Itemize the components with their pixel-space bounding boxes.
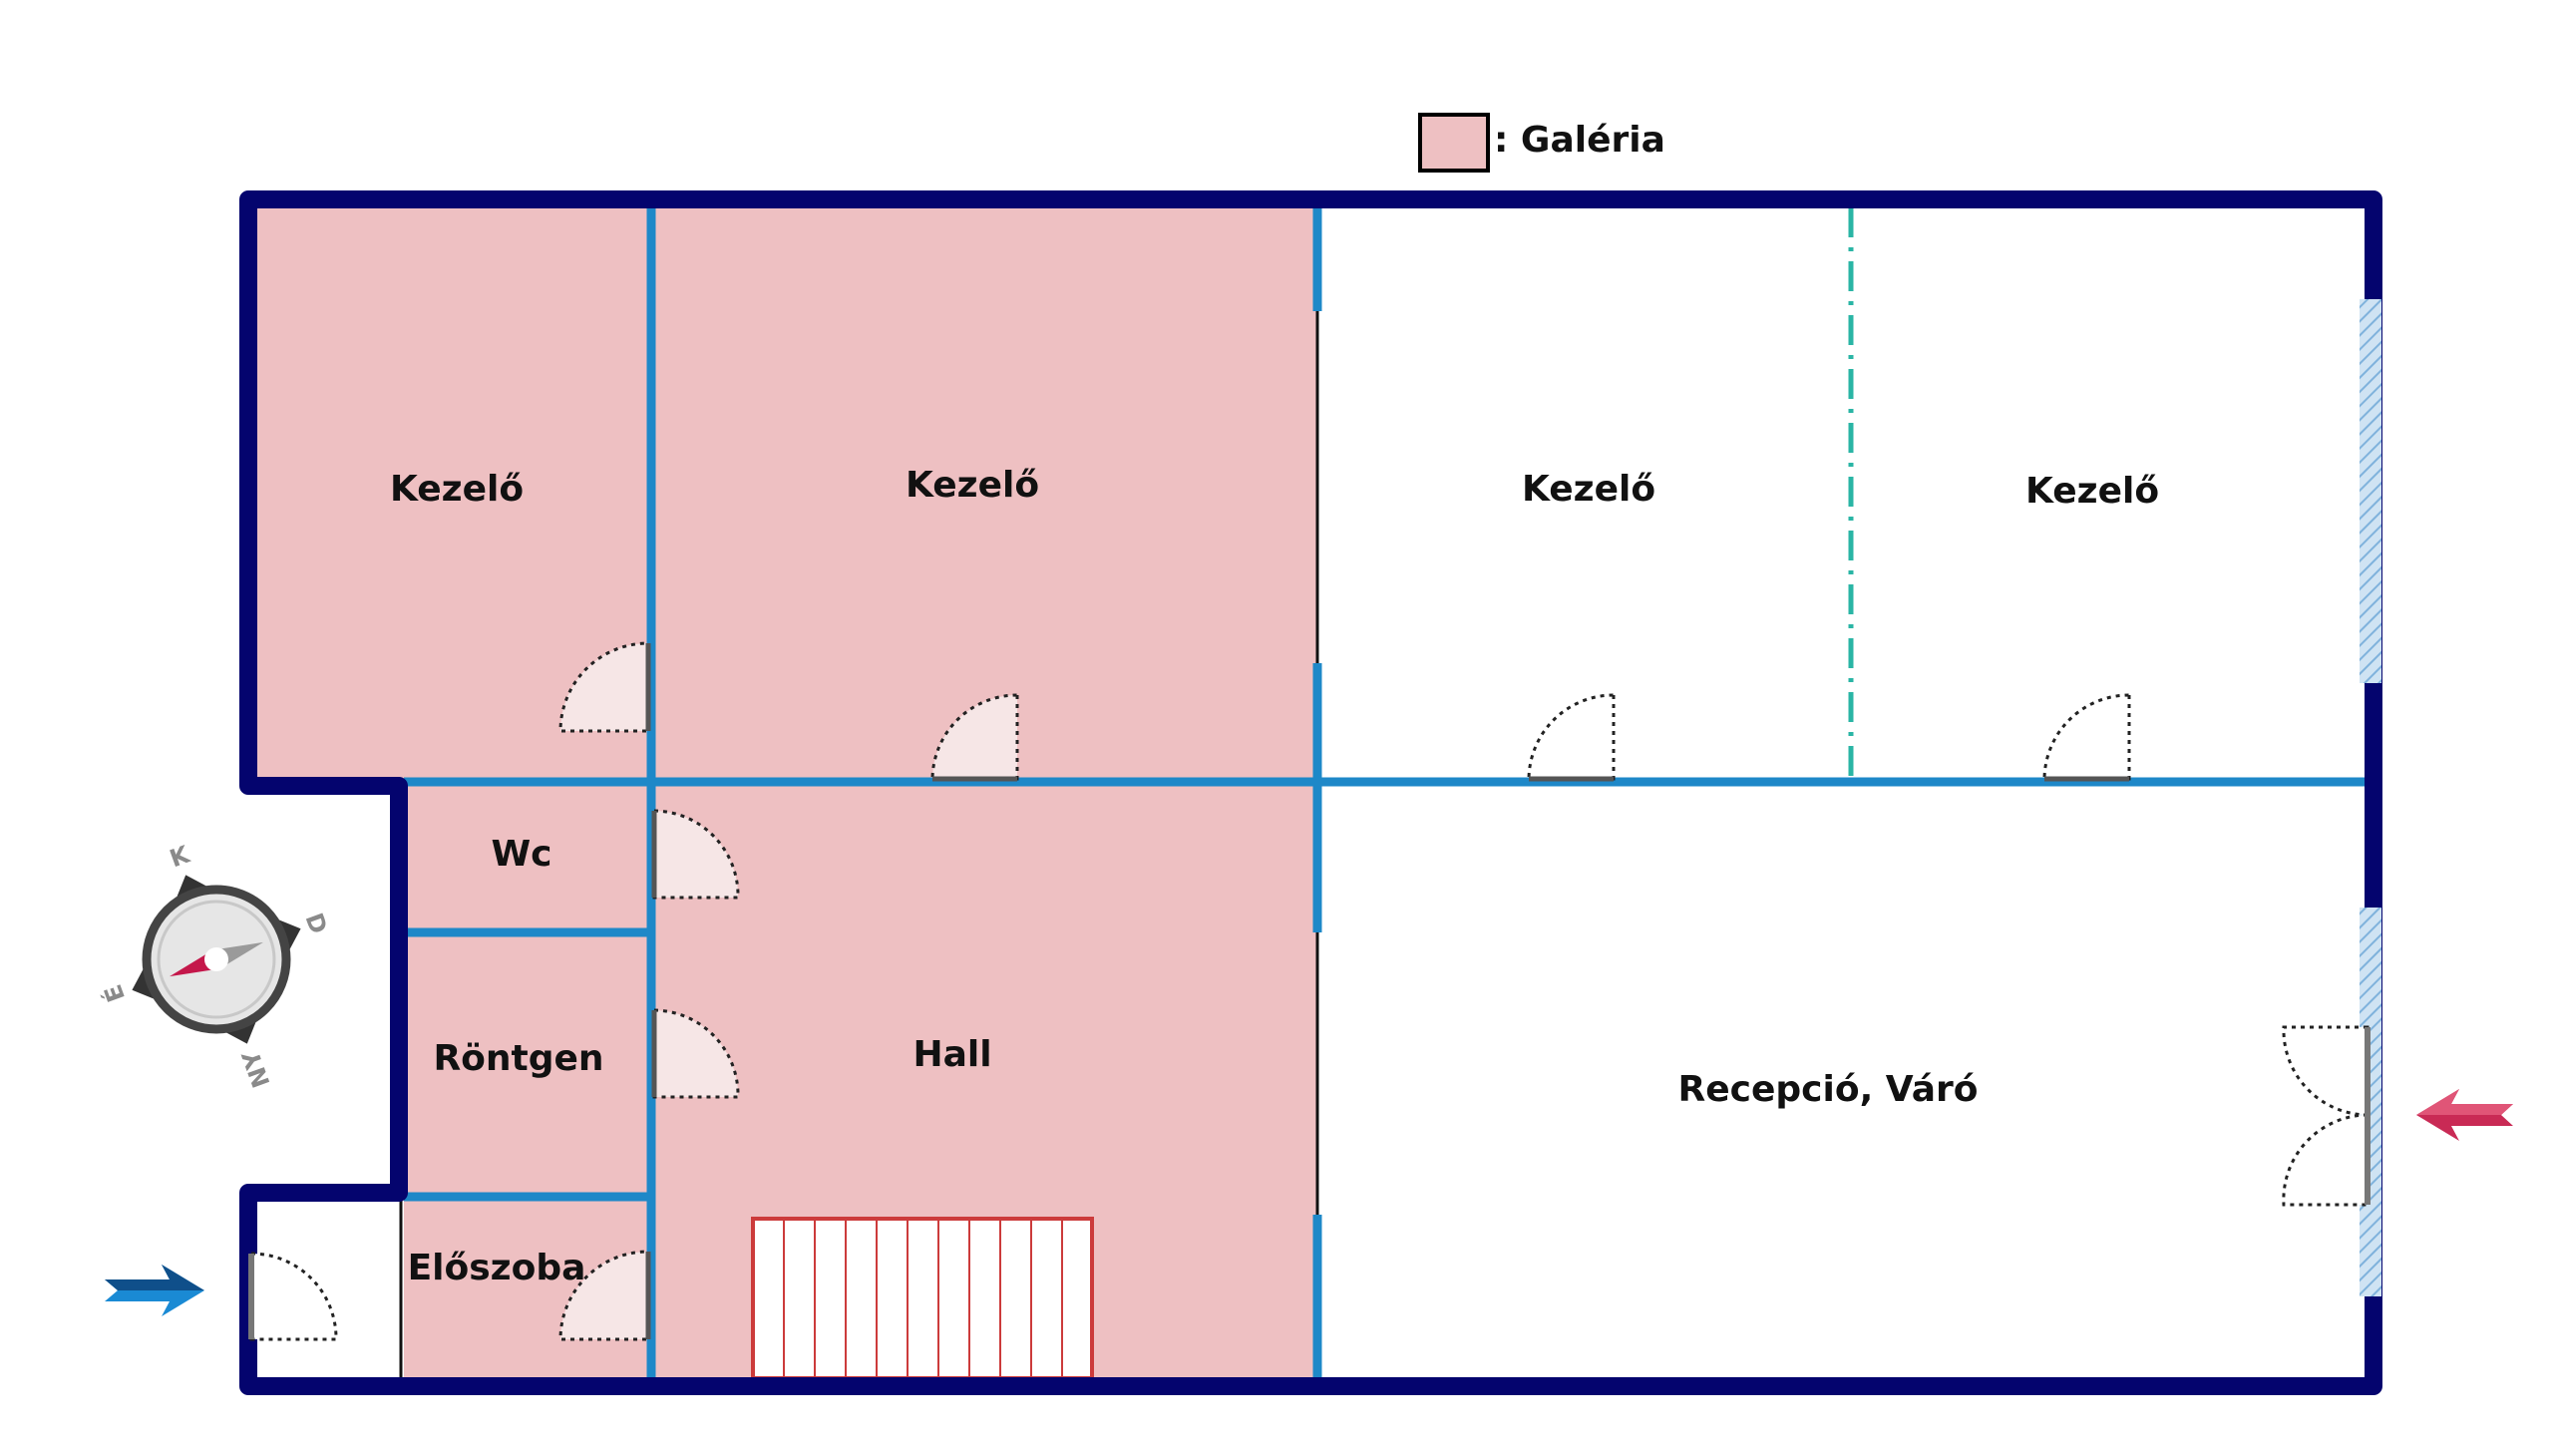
room-label-kezelo-2: Kezelő (906, 465, 1039, 506)
room-label-kezelo-1: Kezelő (390, 469, 524, 510)
staircase (751, 1217, 1094, 1380)
legend-swatch (1418, 113, 1490, 173)
gallery-areas (254, 204, 1317, 1378)
compass-letter-west: É (98, 981, 131, 1006)
room-label-wc: Wc (491, 834, 551, 875)
legend-label: : Galéria (1494, 120, 1665, 161)
legend: : Galéria (1418, 113, 1665, 173)
compass-letter-south: NY (236, 1046, 275, 1091)
room-labels: Kezelő Kezelő Kezelő Kezelő Wc Röntgen E… (390, 465, 2159, 1288)
gallery-rontgen (404, 932, 651, 1197)
inner-walls (404, 204, 2366, 1378)
door-entrance-left (249, 1252, 338, 1341)
door-entrance-right-bottom (2282, 1113, 2370, 1207)
room-label-kezelo-4: Kezelő (2025, 471, 2159, 512)
door-eloszoba (558, 1250, 650, 1341)
door-entrance-right-top (2282, 1025, 2370, 1117)
door-kezelo-1 (558, 641, 650, 733)
entry-arrow-left (105, 1265, 204, 1316)
door-kezelo-2 (930, 693, 1019, 781)
room-label-kezelo-3: Kezelő (1522, 469, 1655, 510)
room-label-eloszoba: Előszoba (408, 1248, 586, 1288)
door-rontgen (652, 1008, 740, 1099)
entry-arrow-right (2416, 1089, 2513, 1141)
room-label-hall: Hall (912, 1034, 991, 1075)
compass-letter-east: D (299, 910, 332, 937)
door-wc (652, 809, 740, 900)
compass-rose: K D NY É (98, 840, 332, 1091)
gallery-wc (404, 780, 651, 932)
door-kezelo-3 (1527, 693, 1616, 781)
room-label-rontgen: Röntgen (433, 1038, 603, 1079)
door-kezelo-4 (2042, 693, 2131, 781)
window-upper (2360, 299, 2381, 683)
room-label-recepcio: Recepció, Váró (1678, 1069, 1979, 1110)
thin-partitions (399, 309, 1319, 1386)
gallery-kezelo-2 (651, 204, 1317, 780)
compass-letter-north: K (166, 840, 193, 873)
doors (248, 641, 2371, 1341)
